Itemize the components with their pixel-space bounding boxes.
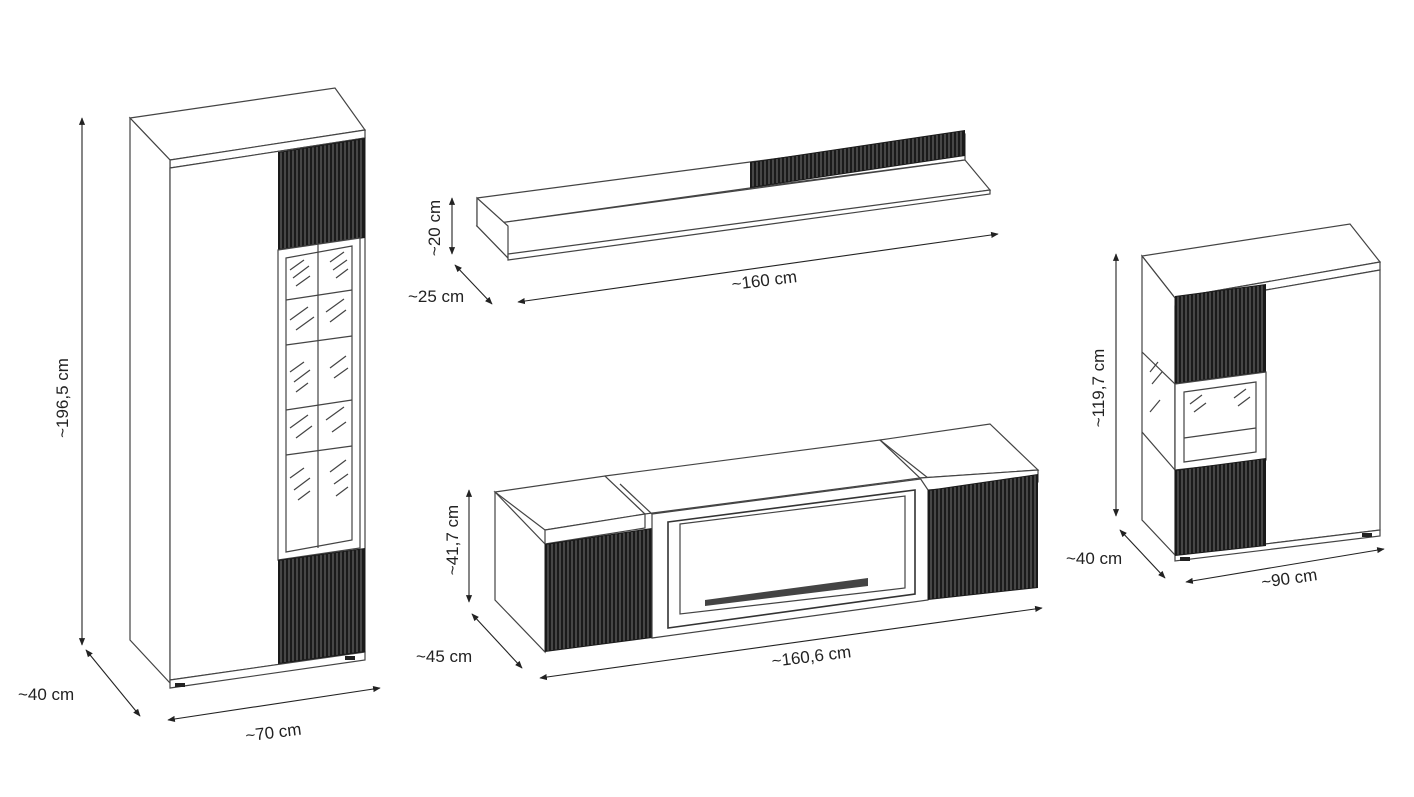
sideboard-width-label: ~90 cm [1260,565,1318,592]
width-dimension-line [1185,547,1385,584]
depth-dimension-line [454,264,493,305]
flute-grooves [1177,285,1263,383]
tv-unit-height-label: ~41,7 cm [443,505,462,575]
glass-door [277,237,361,561]
foot [1362,533,1372,537]
tv-unit-width-label: ~160,6 cm [771,642,853,671]
cabinet-depth-label: ~40 cm [18,685,74,704]
foot [1180,557,1190,561]
flute-grooves [280,549,362,663]
fireplace-window [679,495,906,615]
tv-unit-depth-label: ~45 cm [416,647,472,666]
width-dimension-line [539,605,1043,681]
fluted-panel-top [1175,284,1266,384]
sideboard-height-label: ~119,7 cm [1089,349,1108,428]
flute-grooves [930,475,1036,599]
width-dimension-line [167,685,381,723]
cabinet-width-label: ~70 cm [244,720,302,746]
sideboard-depth-label: ~40 cm [1066,549,1122,568]
tall-cabinet [128,87,367,689]
flute-grooves [1177,459,1263,555]
fireplace-burner [705,578,868,606]
sideboard [1140,223,1382,562]
shelf-height-label: ~20 cm [425,200,444,256]
foot [345,656,355,660]
depth-dimension-line [85,649,141,717]
tv-unit [493,423,1040,654]
fluted-panel [750,130,965,188]
wall-shelf [475,130,992,261]
flute-grooves [752,131,962,187]
cabinet-height-label: ~196,5 cm [53,358,72,438]
foot [175,683,185,687]
fluted-panel-bottom [278,548,365,664]
depth-dimension-line [471,613,523,669]
flute-grooves [280,139,362,249]
shelf-width-label: ~160 cm [731,267,799,294]
fluted-panel-top [278,138,365,250]
fluted-panel-bottom [1175,458,1266,556]
width-dimension-line [517,231,999,305]
glass-door [1141,351,1267,471]
depth-dimension-line [1119,529,1166,579]
shelf-depth-label: ~25 cm [408,287,464,306]
